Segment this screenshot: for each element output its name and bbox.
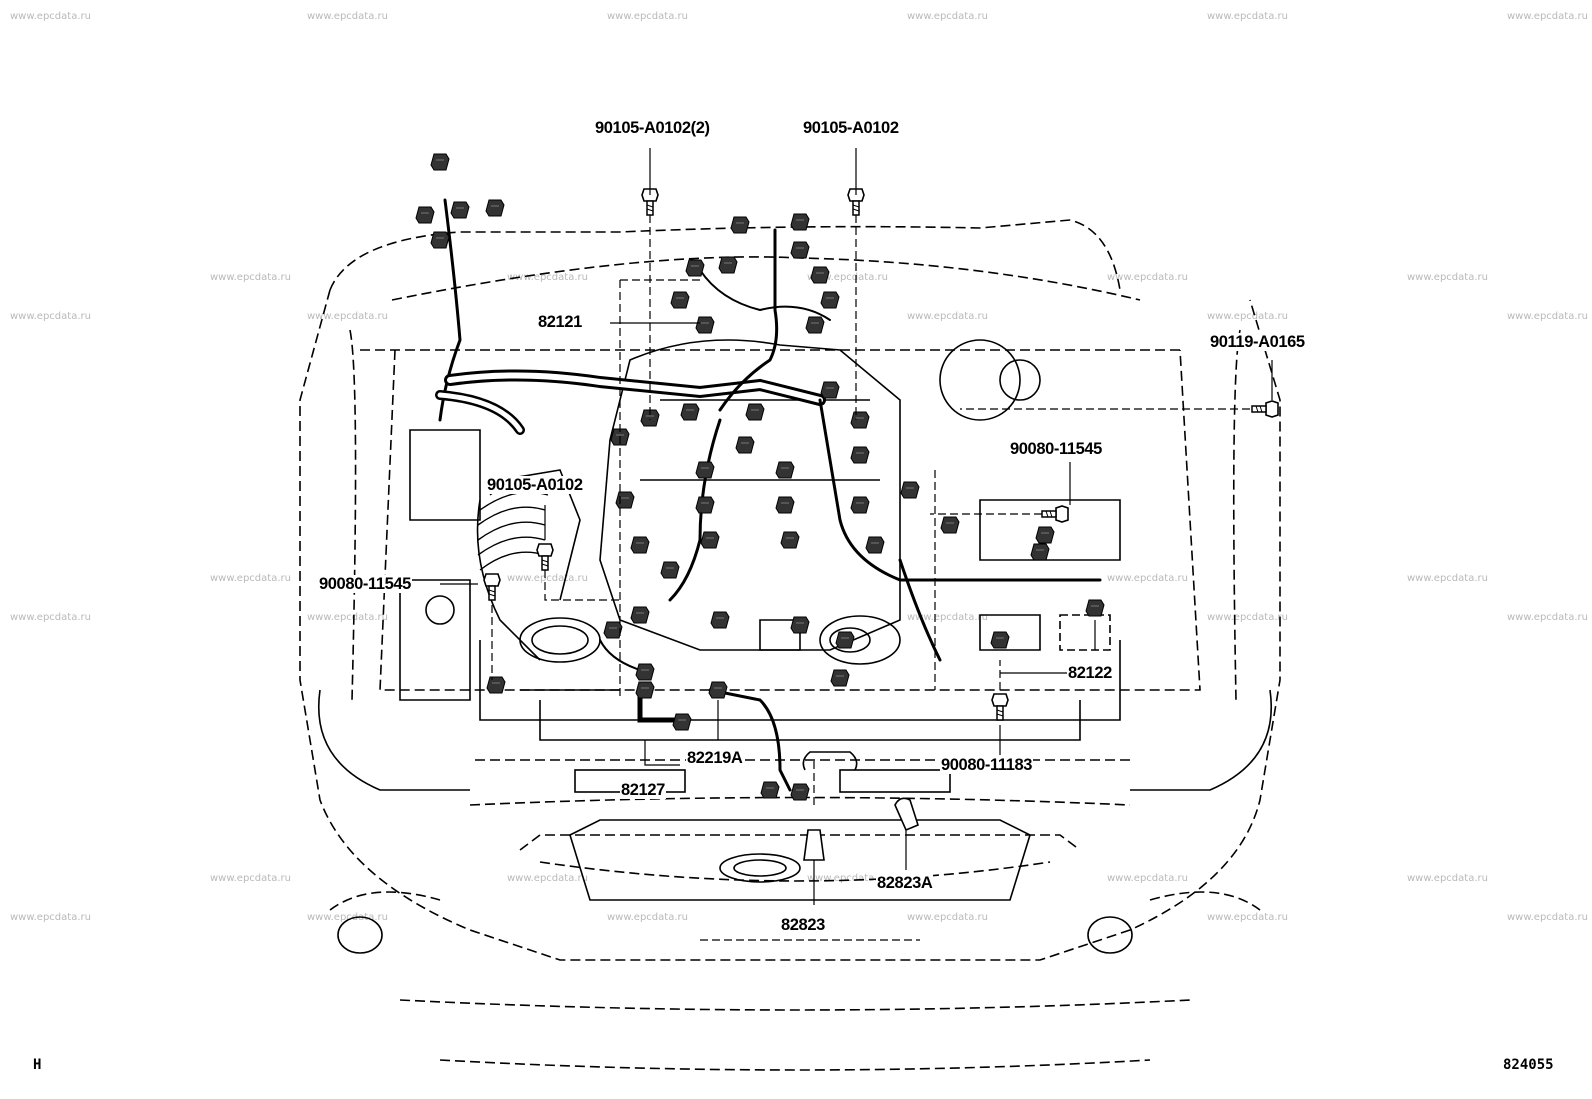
watermark: www.epcdata.ru [807, 873, 888, 884]
vehicle-body-outline [299, 219, 1281, 1071]
page-marker: H [33, 1057, 42, 1073]
watermark: www.epcdata.ru [1107, 573, 1188, 584]
watermark: www.epcdata.ru [210, 272, 291, 283]
watermark: www.epcdata.ru [307, 612, 388, 623]
part-label: 90080-11183 [940, 756, 1034, 774]
part-label: 90105-A0102(2) [594, 119, 711, 137]
part-label: 82219A [686, 749, 744, 767]
watermark: www.epcdata.ru [10, 612, 91, 623]
bolt-icon [1251, 400, 1279, 418]
watermark: www.epcdata.ru [1107, 272, 1188, 283]
part-label: 82823 [780, 916, 826, 934]
part-label: 90080-11545 [1009, 440, 1103, 458]
diagram-number: 824055 [1503, 1057, 1554, 1073]
watermark: www.epcdata.ru [507, 573, 588, 584]
grille-and-lights [318, 640, 1272, 954]
relay-parts [803, 797, 919, 861]
watermark: www.epcdata.ru [1107, 873, 1188, 884]
watermark: www.epcdata.ru [307, 11, 388, 22]
watermark: www.epcdata.ru [607, 912, 688, 923]
watermark: www.epcdata.ru [1507, 912, 1588, 923]
watermark: www.epcdata.ru [807, 272, 888, 283]
watermark: www.epcdata.ru [1507, 311, 1588, 322]
watermark: www.epcdata.ru [1207, 612, 1288, 623]
bolts [483, 188, 1279, 721]
watermark: www.epcdata.ru [907, 11, 988, 22]
bolt-icon [991, 693, 1009, 721]
part-label: 82127 [620, 781, 666, 799]
watermark: www.epcdata.ru [907, 311, 988, 322]
watermark: www.epcdata.ru [1207, 912, 1288, 923]
bolt-icon [1041, 505, 1069, 523]
watermark: www.epcdata.ru [10, 311, 91, 322]
watermark: www.epcdata.ru [507, 873, 588, 884]
part-label: 82823A [876, 874, 934, 892]
part-label: 90105-A0102 [802, 119, 900, 137]
leader-lines [440, 148, 1273, 941]
part-label: 82122 [1067, 664, 1113, 682]
watermark: www.epcdata.ru [607, 11, 688, 22]
engine-components [399, 339, 1121, 701]
watermark: www.epcdata.ru [1207, 311, 1288, 322]
wire-harness [435, 198, 1102, 792]
watermark: www.epcdata.ru [507, 272, 588, 283]
part-label: 90119-A0165 [1209, 333, 1306, 351]
watermark: www.epcdata.ru [1207, 11, 1288, 22]
watermark: www.epcdata.ru [1407, 573, 1488, 584]
watermark: www.epcdata.ru [1507, 612, 1588, 623]
part-label: 90105-A0102 [486, 476, 584, 494]
watermark: www.epcdata.ru [1507, 11, 1588, 22]
part-label: 90080-11545 [318, 575, 412, 593]
watermark: www.epcdata.ru [10, 11, 91, 22]
watermark: www.epcdata.ru [907, 912, 988, 923]
watermark: www.epcdata.ru [1407, 873, 1488, 884]
watermark: www.epcdata.ru [307, 311, 388, 322]
watermark: www.epcdata.ru [10, 912, 91, 923]
watermark: www.epcdata.ru [1407, 272, 1488, 283]
watermark: www.epcdata.ru [907, 612, 988, 623]
watermark: www.epcdata.ru [210, 573, 291, 584]
watermark: www.epcdata.ru [210, 873, 291, 884]
bolt-icon [536, 543, 554, 571]
watermark: www.epcdata.ru [307, 912, 388, 923]
part-label: 82121 [537, 313, 583, 331]
